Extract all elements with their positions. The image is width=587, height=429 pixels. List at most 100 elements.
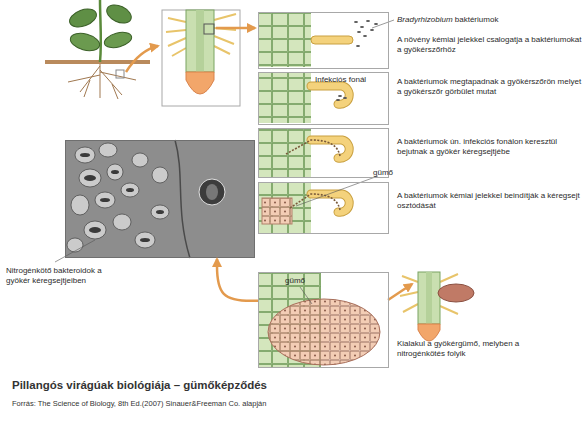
bacteroid-micrograph-part	[80, 153, 90, 157]
root-tip-zoom-part	[162, 10, 240, 106]
stage-panel: Infekciós fonálA baktériumok megtapadnak…	[258, 72, 389, 125]
stage-one-art-part	[357, 31, 361, 33]
bacteroid-micrograph-part	[175, 140, 190, 258]
plant-illustration-part	[116, 70, 124, 78]
stage-one-art-part	[354, 21, 358, 23]
stage-one-art-part	[374, 23, 378, 25]
stage-one-art-part	[372, 20, 394, 28]
description-text: A baktériumok ún. infekciós fonálon kere…	[397, 137, 582, 157]
bacteroid-micrograph-part	[121, 183, 139, 197]
description-text: A baktériumok kémiai jelekkel beindítják…	[397, 191, 582, 211]
bacteroid-micrograph-part	[156, 210, 164, 214]
stage-three-art-part	[286, 140, 340, 156]
stage-one-art-part	[356, 45, 360, 47]
description-text: Bradyrhizobium baktériumok	[397, 15, 582, 25]
stage-panel: gümőA baktériumok kémiai jelekkel beindí…	[258, 182, 389, 234]
bacteroid-micrograph-part	[75, 147, 95, 163]
stage-five-art-part	[388, 284, 412, 300]
description-text: gümő	[373, 168, 413, 178]
root-tip-zoom-part	[196, 10, 204, 72]
plant-illustration-part	[67, 6, 99, 31]
bacteroid-micrograph-part	[79, 169, 101, 187]
plant-illustration-part	[126, 46, 158, 72]
stage-one-art-part	[311, 36, 353, 44]
stage-two-art-part	[338, 95, 342, 97]
stage-three-art	[259, 129, 349, 177]
stage-two-art-part	[343, 97, 347, 99]
bacteroid-micrograph-part	[80, 153, 164, 242]
stage-four-art	[259, 176, 378, 233]
bacteroid-micrograph-part	[199, 179, 225, 205]
mature-root-nodule	[400, 272, 474, 341]
stage-one-art	[259, 13, 394, 67]
plant-illustration-part	[68, 64, 136, 99]
stage-four-art-part	[311, 194, 349, 212]
stage-four-art-part	[311, 194, 349, 212]
bacteroid-micrograph-part	[107, 164, 123, 180]
bacteroid-micrograph-part	[95, 192, 115, 208]
bacteroid-micrograph-part	[67, 238, 83, 252]
bacteroid-micrograph-part	[84, 221, 106, 239]
description-text: Kialakul a gyökérgümő, melyben a nitrogé…	[397, 339, 532, 359]
bacteroid-micrograph-part	[126, 188, 134, 192]
stage-five-art	[259, 273, 412, 367]
stage-four-art-part	[290, 194, 340, 210]
micrograph-panel: Nitrogénkötő bakteroidok a gyökér kéregs…	[65, 140, 255, 258]
stage-four-art-part	[296, 176, 378, 206]
description-text: Infekciós fonál	[315, 75, 387, 85]
diagram-title: Pillangós virágúak biológiája – gümőképz…	[12, 379, 267, 391]
stage-one-art-part	[366, 20, 370, 22]
root-tip-zoom-part	[216, 27, 255, 30]
stage-five-art-part	[268, 299, 380, 365]
bacteroid-micrograph-part	[67, 143, 169, 252]
bacteroid-micrograph-part	[151, 205, 169, 219]
stage-two-art-part	[259, 73, 311, 123]
bacteroid-micrograph-part	[152, 167, 168, 183]
bacteroid-micrograph	[55, 140, 255, 262]
label-rest: baktériumok	[453, 15, 499, 24]
stage-two-art-part	[311, 86, 349, 104]
bacteroid-micrograph-part	[65, 140, 255, 258]
stage-panel: A baktériumok ún. infekciós fonálon kere…	[258, 128, 389, 178]
mature-root-nodule-part	[418, 324, 440, 341]
root-tip-zoom-part	[186, 72, 214, 94]
bacteroid-micrograph-part	[84, 175, 96, 181]
stage-one-art-part	[370, 29, 374, 31]
stage-three-art-part	[311, 140, 349, 158]
mature-root-nodule-part	[438, 284, 474, 302]
bacteroid-micrograph-part	[135, 232, 155, 248]
stage-panel: Bradyrhizobium baktériumokA növény kémia…	[258, 12, 389, 69]
stage-one-art-part	[360, 26, 364, 28]
stage-four-art-part	[259, 183, 311, 233]
bacteroid-micrograph-part	[55, 240, 95, 262]
bacteroid-micrograph-part	[99, 143, 117, 157]
stage-three-art-part	[311, 140, 349, 158]
root-tip-zoom-part	[204, 24, 214, 34]
flow-arrow	[217, 259, 258, 301]
stage-four-art-part	[262, 198, 292, 224]
stage-two-art-part	[311, 86, 349, 104]
stage-five-art-part	[300, 287, 312, 304]
species-name: Bradyrhizobium	[397, 15, 453, 24]
root-tip-zoom	[162, 10, 255, 106]
bacteroid-micrograph-part	[113, 214, 131, 230]
mature-root-nodule-part	[418, 272, 440, 324]
stage-two-art-part	[336, 99, 340, 101]
stage-three-art-part	[259, 129, 311, 177]
source-caption: Forrás: The Science of Biology, 8th Ed.(…	[12, 399, 266, 408]
stage-one-art-part	[363, 35, 367, 37]
bacteroid-micrograph-part	[132, 153, 148, 167]
bacteroid-micrograph-part	[89, 227, 101, 233]
stage-panel: gümőKialakul a gyökérgümő, melyben a nit…	[258, 272, 389, 368]
description-text: Nitrogénkötő bakteroidok a gyökér kéregs…	[6, 266, 121, 286]
mature-root-nodule-part	[426, 272, 432, 324]
bacteroid-micrograph-part	[71, 195, 89, 215]
bacteroid-micrograph-part	[111, 170, 119, 174]
plant-illustration-part	[68, 30, 101, 53]
bacteroid-micrograph-part	[206, 184, 218, 200]
description-text: A növény kémiai jelekkel csalogatja a ba…	[397, 35, 582, 55]
plant-illustration-part	[103, 30, 134, 51]
